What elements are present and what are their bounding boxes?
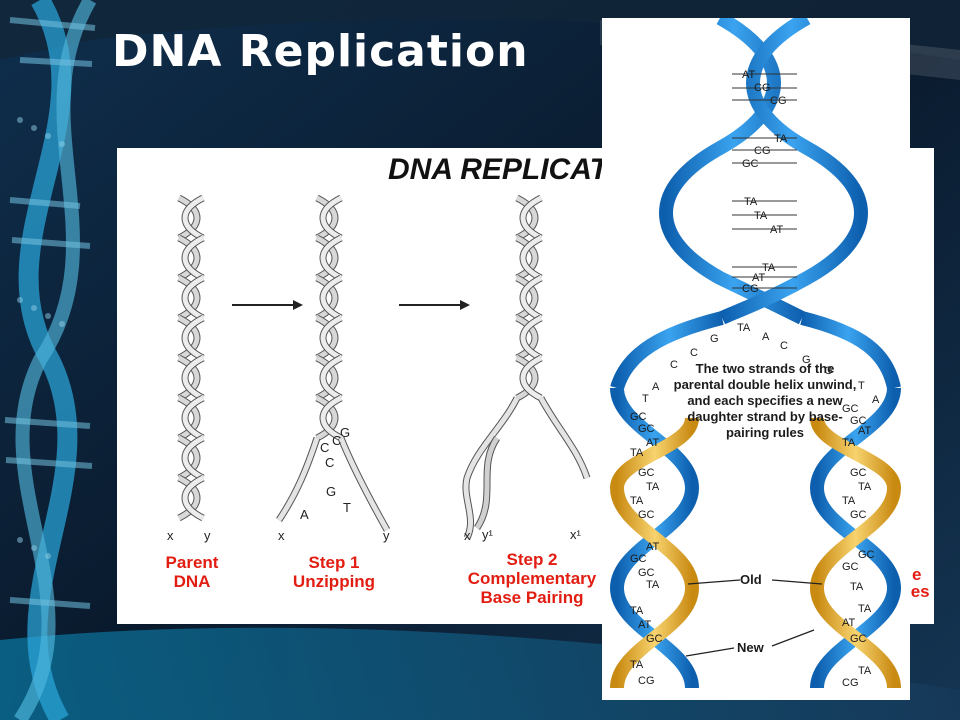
base-pair-label: AT	[842, 617, 856, 629]
strand-letter: x¹	[570, 527, 581, 542]
background-helix-icon	[4, 0, 97, 720]
base-pair-label: AT	[646, 541, 660, 553]
panel-title: DNA REPLICAT	[388, 153, 602, 186]
arrow-icon	[232, 300, 303, 310]
base-letter: C	[320, 440, 330, 455]
base-pair-label: TA	[858, 481, 872, 493]
base-pair-labels: ATCGCGTACGGCTATAATTAATCGTAGCCATACGGTAGCG…	[630, 69, 880, 689]
fork-base-label: A	[652, 381, 660, 393]
strand-letter: x	[167, 528, 174, 543]
base-pair-label: GC	[638, 567, 655, 579]
replication-fork-panel	[602, 18, 910, 700]
partial-label: e	[912, 565, 922, 584]
base-pair-rungs	[732, 73, 797, 289]
base-pair-label: GC	[850, 633, 867, 645]
slide-title: DNA Replication	[112, 26, 529, 77]
right-daughter-helix	[809, 387, 902, 689]
parental-helix	[610, 18, 901, 391]
left-daughter-helix	[609, 387, 700, 689]
stage-label-parent: Parent DNA	[165, 553, 219, 591]
base-pair-label: TA	[754, 210, 768, 222]
replication-fork-diagram: ATCGCGTACGGCTATAATTAATCGTAGCCATACGGTAGCG…	[609, 18, 902, 689]
base-pair-label: AT	[646, 437, 660, 449]
base-pair-label: CG	[842, 677, 859, 689]
base-pair-label: TA	[646, 579, 660, 591]
stage-label-step2: Step 2 Complementary Base Pairing	[467, 550, 597, 607]
base-pair-label: TA	[646, 481, 660, 493]
base-pair-label: GC	[638, 509, 655, 521]
fork-base-label: C	[690, 347, 698, 359]
strand-letter: y	[383, 528, 390, 543]
strand-letter: y	[204, 528, 211, 543]
base-letter: G	[326, 484, 337, 499]
fork-base-label: A	[872, 394, 880, 406]
fork-base-label: A	[762, 331, 770, 343]
fork-base-label: G	[824, 365, 833, 377]
base-pair-label: GC	[630, 553, 647, 565]
base-pair-label: TA	[630, 495, 644, 507]
strand-letter: y¹	[482, 527, 493, 542]
arrow-icon	[399, 300, 470, 310]
base-pair-label: GC	[742, 158, 759, 170]
base-pair-label: GC	[858, 549, 875, 561]
base-pair-label: AT	[638, 619, 652, 631]
base-pair-label: CG	[754, 82, 771, 94]
replication-steps-diagram	[117, 180, 591, 540]
base-pair-label: TA	[850, 581, 864, 593]
callout-lines	[685, 579, 823, 657]
base-pair-label: TA	[842, 495, 856, 507]
base-pair-label: GC	[638, 423, 655, 435]
parent-dna-helix	[179, 198, 203, 518]
base-pair-label: TA	[762, 262, 776, 274]
fork-base-label: C	[670, 359, 678, 371]
callout-new: New	[737, 640, 764, 655]
base-pair-label: TA	[630, 605, 644, 617]
base-pair-label: AT	[770, 224, 784, 236]
callout-old: Old	[740, 572, 762, 587]
base-pair-label: CG	[754, 145, 771, 157]
base-pair-label: CG	[638, 675, 655, 687]
fork-description: The two strands of the parental double h…	[673, 361, 857, 440]
base-letter: T	[343, 500, 351, 515]
strand-letter: x	[278, 528, 285, 543]
base-pair-label: AT	[858, 425, 872, 437]
base-pair-label: TA	[774, 133, 788, 145]
base-pair-label: TA	[744, 196, 758, 208]
base-pair-label: GC	[850, 415, 867, 427]
base-pair-label: AT	[752, 272, 766, 284]
strand-letter: x	[464, 528, 471, 543]
stage-label-step1: Step 1 Unzipping	[292, 553, 376, 591]
base-pair-label: GC	[842, 561, 859, 573]
base-pair-label: TA	[858, 665, 872, 677]
base-pair-label: TA	[630, 659, 644, 671]
fork-base-label: G	[710, 333, 719, 345]
base-pair-label: GC	[842, 403, 859, 415]
base-pair-label: CG	[742, 283, 759, 295]
base-pair-label: GC	[850, 509, 867, 521]
base-letter: C	[332, 433, 342, 448]
base-pair-label: CG	[770, 95, 787, 107]
fork-base-label: T	[642, 393, 649, 405]
base-letter: C	[325, 455, 335, 470]
fork-base-label: G	[802, 354, 811, 366]
fork-base-label: T	[858, 380, 865, 392]
step1-unzipping-helix	[276, 198, 391, 532]
base-pair-label: GC	[630, 411, 647, 423]
base-pair-label: TA	[858, 603, 872, 615]
fork-base-label: C	[780, 340, 788, 352]
base-pair-label: TA	[842, 437, 856, 449]
base-pair-label: AT	[742, 69, 756, 81]
base-pair-label: GC	[850, 467, 867, 479]
base-letter: G	[340, 425, 351, 440]
base-pair-label: TA	[630, 447, 644, 459]
base-pair-label: GC	[638, 467, 655, 479]
step2-base-pairing-helix	[462, 198, 591, 540]
base-letter: A	[300, 507, 309, 522]
base-pair-label: GC	[646, 633, 663, 645]
partial-label: les	[906, 582, 930, 601]
fork-base-label: TA	[737, 322, 751, 334]
